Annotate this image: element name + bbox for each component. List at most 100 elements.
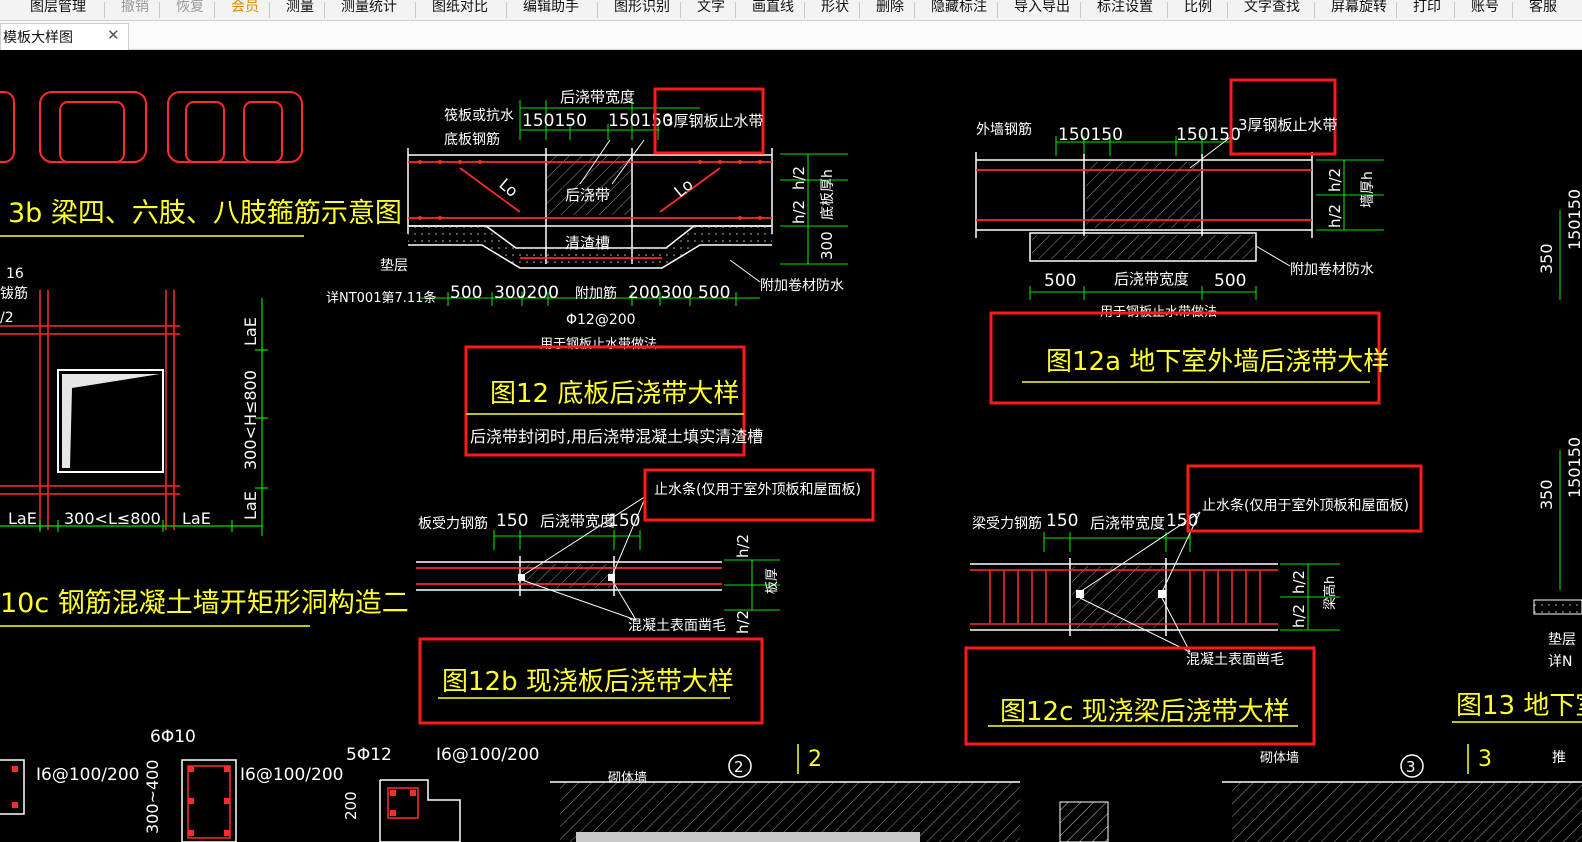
toolbar-button-15[interactable]: 标注设置 bbox=[1097, 0, 1153, 15]
toolbar-button-12[interactable]: 删除 bbox=[876, 0, 904, 15]
dim-500-d: 500 bbox=[1214, 271, 1246, 291]
toolbar-button-13[interactable]: 隐藏标注 bbox=[931, 0, 987, 15]
lbl-slab-force-rebar: 板受力钢筋 bbox=[418, 515, 488, 532]
toolbar-separator bbox=[597, 2, 598, 18]
figure-12a-detail: 外墙钢筋 150150 150150 h/2 h/2 墙厚h 500 后浇带宽度… bbox=[975, 121, 1384, 320]
highlight-box-4 bbox=[989, 311, 1381, 405]
toolbar-button-4[interactable]: 测量 bbox=[286, 0, 314, 15]
toolbar-button-10[interactable]: 画直线 bbox=[752, 0, 794, 15]
toolbar-button-7[interactable]: 编辑助手 bbox=[523, 0, 579, 15]
lbl-band-width-12b: 后浇带宽度 bbox=[540, 512, 615, 530]
toolbar-button-0[interactable]: 图层管理 bbox=[30, 0, 86, 15]
lbl-wall-h: 墙厚h bbox=[1360, 171, 1376, 208]
dim-h2-a: h/2 bbox=[790, 166, 808, 190]
toolbar-button-20[interactable]: 账号 bbox=[1471, 0, 1499, 15]
dim-lae-2: LaE bbox=[182, 509, 211, 528]
toolbar-button-5[interactable]: 测量统计 bbox=[341, 0, 397, 15]
dim-500-b: 500 bbox=[698, 283, 730, 303]
dim-350-a: 350 bbox=[1537, 243, 1556, 274]
stirrup-diagram bbox=[0, 91, 303, 163]
ann-plate-steel-1: 3厚钢板止水带 bbox=[664, 112, 764, 130]
toolbar-separator bbox=[415, 2, 416, 18]
dim-150-d: 150 bbox=[1166, 511, 1198, 531]
toolbar-button-21[interactable]: 客服 bbox=[1529, 0, 1557, 15]
toolbar-separator bbox=[159, 2, 160, 18]
toolbar-button-18[interactable]: 屏幕旋转 bbox=[1331, 0, 1387, 15]
lbl-plate-method-12: 用于钢板止水带做法 bbox=[540, 337, 657, 352]
lbl-concrete-surface-c: 混凝土表面凿毛 bbox=[1186, 652, 1284, 668]
title-12c: 图12c 现浇梁后浇带大样 bbox=[1000, 697, 1290, 727]
ann-water-stop-1: 止水条(仅用于室外顶板和屋面板) bbox=[654, 481, 861, 498]
lbl-cushion: 垫层 bbox=[380, 258, 408, 274]
lbl-slab-h: 底板厚h bbox=[820, 169, 836, 220]
dim-h2-g: h/2 bbox=[1290, 570, 1308, 594]
close-icon[interactable]: ✕ bbox=[107, 26, 120, 44]
tab-drawing[interactable]: 模板大样图 ✕ bbox=[0, 23, 129, 50]
lbl-exterior-rebar: 外墙钢筋 bbox=[976, 121, 1032, 138]
dim-range-h: 300<H≤800 bbox=[241, 370, 260, 470]
toolbar-button-11[interactable]: 形状 bbox=[821, 0, 849, 15]
dim-150-a: 150 bbox=[496, 511, 528, 531]
toolbar-separator bbox=[804, 2, 805, 18]
lbl-band-width-12: 后浇带宽度 bbox=[560, 88, 635, 106]
toolbar: 图层管理 撤销 恢复 会员 测量 测量统计 图纸对比 编辑助手 图形识别 文字 画直线 形状 删除 隐藏标… bbox=[0, 0, 1582, 21]
toolbar-separator bbox=[269, 2, 270, 18]
lbl-right-post: 推 bbox=[1552, 750, 1566, 766]
lbl-16: 16 bbox=[6, 266, 24, 282]
dim-300200: 300200 bbox=[494, 283, 559, 303]
toolbar-button-2[interactable]: 恢复 bbox=[176, 0, 204, 15]
highlight-box-3 bbox=[1229, 78, 1337, 156]
dim-h2-b: h/2 bbox=[790, 200, 808, 224]
toolbar-separator bbox=[324, 2, 325, 18]
lbl-5phi12: 5Φ12 bbox=[346, 745, 392, 765]
lbl-masonry-1: 砌体墙 bbox=[608, 771, 647, 786]
dim-200: 200 bbox=[342, 791, 360, 820]
cad-drawing: 3b 梁四、六肢、八肢箍筋示意图 LaE 300<L≤800 bbox=[0, 78, 1582, 842]
lbl-stirrup-b: Ⅰ6@100/200 bbox=[240, 765, 343, 785]
toolbar-separator bbox=[1454, 2, 1455, 18]
toolbar-button-9[interactable]: 文字 bbox=[697, 0, 725, 15]
dim-lae-4: LaE bbox=[241, 491, 260, 520]
toolbar-separator bbox=[735, 2, 736, 18]
dim-500-c: 500 bbox=[1044, 271, 1076, 291]
lbl-stirrup-a: Ⅰ6@100/200 bbox=[36, 765, 139, 785]
toolbar-separator bbox=[104, 2, 105, 18]
lbl-right-150150-a: 150150 bbox=[1565, 189, 1582, 250]
lbl-masonry-2: 砌体墙 bbox=[1260, 751, 1299, 766]
toolbar-button-14[interactable]: 导入导出 bbox=[1014, 0, 1070, 15]
ann-plate-steel-2: 3厚钢板止水带 bbox=[1238, 116, 1338, 134]
toolbar-button-1[interactable]: 撤销 bbox=[121, 0, 149, 15]
toolbar-separator bbox=[1167, 2, 1168, 18]
toolbar-button-17[interactable]: 文字查找 bbox=[1244, 0, 1300, 15]
dim-300-a: 300 bbox=[818, 231, 836, 260]
title-10c: 10c 钢筋混凝土墙开矩形洞构造二 bbox=[0, 588, 409, 619]
title-12b: 图12b 现浇板后浇带大样 bbox=[442, 667, 734, 697]
toolbar-button-16[interactable]: 比例 bbox=[1184, 0, 1212, 15]
lbl-stirrup-c: Ⅰ6@100/200 bbox=[436, 745, 539, 765]
lbl-v2: /2 bbox=[0, 310, 14, 326]
dim-150150-b: 150150 bbox=[608, 111, 673, 131]
wall-opening-diagram: LaE 300<L≤800 LaE LaE 300<H≤800 LaE 16 钹… bbox=[0, 266, 268, 536]
lbl-6phi10: 6Φ10 bbox=[150, 727, 196, 747]
figure-12b-detail: 板受力钢筋 150 后浇带宽度 150 h/2 h/2 板厚 混凝土表面凿毛 bbox=[416, 495, 780, 634]
toolbar-button-6[interactable]: 图纸对比 bbox=[432, 0, 488, 15]
drawing-canvas[interactable]: 3b 梁四、六肢、八肢箍筋示意图 LaE 300<L≤800 bbox=[0, 50, 1582, 842]
toolbar-separator bbox=[1314, 2, 1315, 18]
toolbar-button-8[interactable]: 图形识别 bbox=[614, 0, 670, 15]
figure-12-detail: 筏板或抗水 底板钢筋 后浇带宽度 150150 150150 后浇带 清渣槽 L… bbox=[326, 88, 848, 352]
lbl-circle-3: 3 bbox=[1406, 758, 1416, 776]
toolbar-separator bbox=[1227, 2, 1228, 18]
dim-300-400: 300~400 bbox=[143, 760, 162, 834]
lbl-right-n: 详N bbox=[1548, 654, 1572, 670]
title-12: 图12 底板后浇带大样 bbox=[490, 379, 739, 409]
dim-range-l: 300<L≤800 bbox=[64, 509, 161, 528]
lbl-detail-ref: 详NT001第7.11条 bbox=[326, 290, 436, 306]
toolbar-button-19[interactable]: 打印 bbox=[1413, 0, 1441, 15]
dim-150-c: 150 bbox=[1046, 511, 1078, 531]
toolbar-separator bbox=[997, 2, 998, 18]
highlight-box-5 bbox=[643, 468, 875, 522]
toolbar-separator bbox=[1080, 2, 1081, 18]
dim-500-a: 500 bbox=[450, 283, 482, 303]
dim-lae-1: LaE bbox=[8, 509, 37, 528]
toolbar-button-3[interactable]: 会员 bbox=[231, 0, 259, 15]
